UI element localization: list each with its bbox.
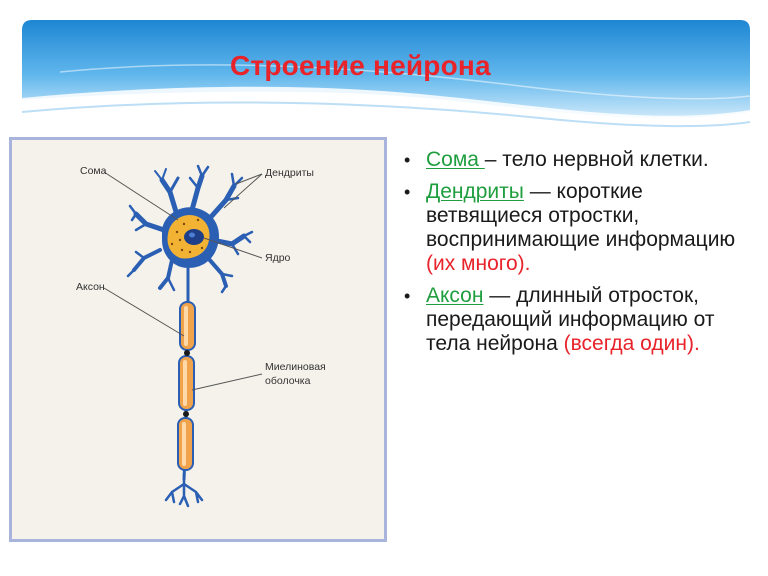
term-soma: Сома [426, 148, 485, 171]
definition-list: • Сома – тело нервной клетки. • Дендриты —… [404, 148, 754, 364]
bullet-dot-icon: • [404, 286, 411, 306]
axon-terminals-shape [164, 472, 204, 508]
header-wave-band [21, 20, 751, 128]
definition-text: — длинный отросток, передающий информаци… [426, 284, 715, 355]
dendrites-shape [126, 164, 254, 294]
neuron-diagram: Сома Дендриты Ядро Аксон Миелиновая обол… [76, 164, 326, 508]
accent-note: (их много). [426, 252, 531, 275]
label-axon: Аксон [76, 281, 105, 293]
bullet-dot-icon: • [404, 150, 411, 170]
label-soma: Сома [80, 165, 107, 177]
soma-granules [170, 218, 204, 254]
label-dendrites: Дендриты [265, 167, 314, 179]
definition-text: — короткие ветвящиеся отростки, восприни… [426, 180, 736, 251]
bullet-dot-icon: • [404, 182, 411, 202]
list-item-soma: • Сома – тело нервной клетки. [404, 148, 754, 172]
list-item-axon: • Аксон — длинный отросток, передающий ин… [404, 284, 754, 356]
accent-note: (всегда один). [563, 332, 700, 355]
term-dendrites: Дендриты [426, 180, 524, 203]
myelin-sheath-shape [177, 301, 196, 471]
list-item-dendrites: • Дендриты — короткие ветвящиеся отростки… [404, 180, 754, 276]
label-nucleus: Ядро [265, 252, 291, 264]
label-myelin-line1: Миелиновая [265, 361, 326, 373]
term-axon: Аксон [426, 284, 484, 307]
definition-text: – тело нервной клетки. [484, 148, 709, 171]
slide-title: Строение нейрона [230, 50, 491, 81]
nucleus-shape [184, 229, 204, 245]
neuron-diagram-frame: Сома Дендриты Ядро Аксон Миелиновая обол… [9, 137, 387, 542]
label-myelin-line2: оболочка [265, 375, 311, 387]
